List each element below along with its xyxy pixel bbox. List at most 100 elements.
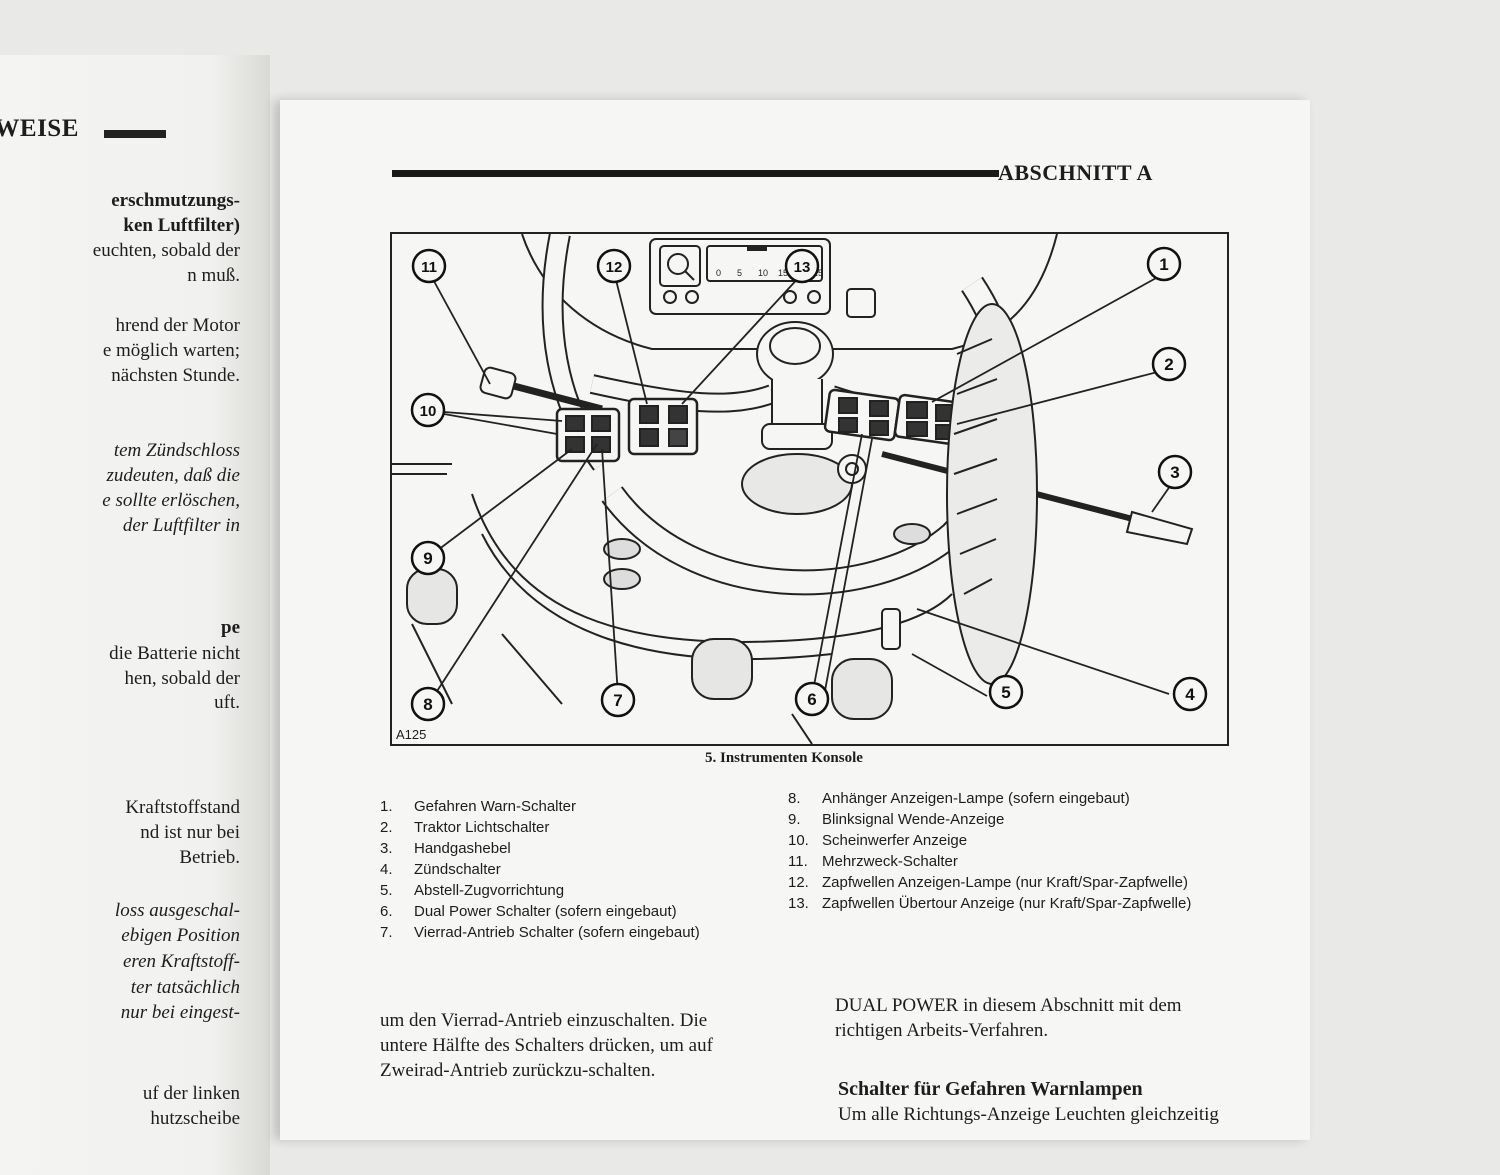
legend-number: 4. bbox=[380, 861, 393, 878]
legend-item: 5.Abstell-Zugvorrichtung bbox=[380, 882, 564, 899]
left-page-line: uft. bbox=[214, 692, 240, 713]
callout-11: 11 bbox=[411, 248, 447, 284]
legend-label: Traktor Lichtschalter bbox=[414, 819, 550, 836]
legend-label: Anhänger Anzeigen-Lampe (sofern eingebau… bbox=[822, 790, 1130, 807]
legend-number: 9. bbox=[788, 811, 801, 828]
legend-label: Handgashebel bbox=[414, 840, 511, 857]
left-page-line: hutzscheibe bbox=[150, 1108, 240, 1129]
callout-label: 1 bbox=[1159, 255, 1168, 274]
callout-label: 13 bbox=[794, 259, 811, 276]
body-line: untere Hälfte des Schalters drücken, um … bbox=[380, 1035, 713, 1056]
left-page-line: Betrieb. bbox=[179, 847, 240, 868]
section-title: ABSCHNITT A bbox=[998, 160, 1153, 185]
callout-10: 10 bbox=[410, 392, 446, 428]
legend-number: 13. bbox=[788, 895, 809, 912]
callout-3: 3 bbox=[1157, 454, 1193, 490]
left-page: SWEISE erschmutzungs-ken Luftfilter) euch… bbox=[0, 55, 270, 1175]
left-page-line: ken Luftfilter) bbox=[123, 215, 240, 236]
legend-label: Zapfwellen Anzeigen-Lampe (nur Kraft/Spa… bbox=[822, 874, 1189, 891]
legend-label: Zündschalter bbox=[414, 861, 501, 878]
figure-caption: 5. Instrumenten Konsole bbox=[705, 750, 863, 766]
left-page-line: Kraftstoffstand bbox=[125, 797, 240, 818]
legend-label: Dual Power Schalter (sofern eingebaut) bbox=[414, 903, 677, 920]
callout-label: 2 bbox=[1164, 355, 1173, 374]
legend-item: 10. Scheinwerfer Anzeige bbox=[788, 832, 967, 849]
left-page-line: e möglich warten; bbox=[102, 340, 240, 361]
right-page: ABSCHNITT A bbox=[280, 100, 1310, 1140]
callout-label: 10 bbox=[420, 403, 437, 420]
legend-label: Scheinwerfer Anzeige bbox=[822, 832, 968, 849]
body-text-left: um den Vierrad-Antrieb einzuschalten. Di… bbox=[380, 1008, 713, 1083]
callout-label: 9 bbox=[423, 549, 432, 568]
legend-number: 11. bbox=[788, 853, 808, 870]
left-page-line: loss ausgeschal- bbox=[114, 900, 240, 921]
callout-label: 12 bbox=[606, 259, 623, 276]
callout-9: 9 bbox=[410, 540, 446, 576]
callout-2: 2 bbox=[1151, 346, 1187, 382]
subheading: Schalter für Gefahren Warnlampen bbox=[838, 1078, 1143, 1100]
callout-label: 8 bbox=[423, 695, 432, 714]
legend-label: Zapfwellen Übertour Anzeige (nur Kraft/S… bbox=[822, 895, 1192, 912]
callout-1: 1 bbox=[1146, 246, 1182, 282]
body-line: um den Vierrad-Antrieb einzuschalten. Di… bbox=[380, 1010, 708, 1031]
callout-label: 7 bbox=[613, 691, 622, 710]
left-page-line: uf der linken bbox=[142, 1083, 240, 1104]
legend-item: 6.Dual Power Schalter (sofern eingebaut) bbox=[380, 903, 677, 920]
callout-label: 4 bbox=[1185, 685, 1195, 704]
left-page-line: eren Kraftstoff- bbox=[123, 951, 240, 972]
callout-6: 6 bbox=[794, 681, 830, 717]
callout-label: 5 bbox=[1001, 683, 1010, 702]
legend-item: 12.Zapfwellen Anzeigen-Lampe (nur Kraft/… bbox=[788, 874, 1188, 891]
gauge-mark: 15 bbox=[778, 268, 788, 278]
callout-8: 8 bbox=[410, 686, 446, 722]
callout-label: 3 bbox=[1170, 463, 1179, 482]
legend-number: 2. bbox=[380, 819, 393, 836]
body-text-right: DUAL POWER in diesem Abschnitt mit dem r… bbox=[835, 993, 1182, 1043]
callout-5: 5 bbox=[988, 674, 1024, 710]
left-page-line: nur bei eingest- bbox=[120, 1002, 240, 1023]
legend-item: 9. Blinksignal Wende-Anzeige bbox=[788, 811, 1004, 828]
legend-item: 4. Zündschalter bbox=[380, 861, 501, 878]
legend-number: 8. bbox=[788, 790, 801, 807]
legend-label: Blinksignal Wende-Anzeige bbox=[822, 811, 1005, 828]
left-page-line: erschmutzungs- bbox=[111, 190, 240, 211]
left-page-line: ebigen Position bbox=[121, 925, 240, 946]
legend-number: 3. bbox=[380, 840, 393, 857]
legend-label: Mehrzweck-Schalter bbox=[822, 853, 958, 870]
legend-item: 7. Vierrad-Antrieb Schalter (sofern einge… bbox=[380, 924, 700, 941]
left-page-line: hrend der Motor bbox=[115, 315, 240, 336]
callout-label: 11 bbox=[421, 259, 437, 276]
left-page-line: euchten, sobald der bbox=[92, 240, 240, 261]
legend-label: Vierrad-Antrieb Schalter (sofern eingeba… bbox=[414, 924, 700, 941]
gauge-mark: 5 bbox=[737, 268, 742, 278]
left-page-line: zudeuten, daß die bbox=[106, 465, 240, 486]
left-page-line: pe bbox=[221, 617, 240, 638]
legend-number: 5. bbox=[380, 882, 393, 899]
callout-12: 12 bbox=[596, 248, 632, 284]
legend-number: 10. bbox=[788, 832, 809, 849]
left-page-line: der Luftfilter in bbox=[122, 515, 240, 536]
left-page-line: ter tatsächlich bbox=[130, 977, 240, 998]
subheading-text: Um alle Richtungs-Anzeige Leuchten gleic… bbox=[838, 1104, 1219, 1125]
legend-item: 3. Handgashebel bbox=[380, 840, 511, 857]
left-page-line: e sollte erlöschen, bbox=[102, 490, 240, 511]
left-page-header: SWEISE bbox=[0, 115, 79, 142]
header-rule bbox=[104, 130, 166, 138]
figure-code: A125 bbox=[396, 727, 427, 742]
callout-7: 7 bbox=[600, 682, 636, 718]
legend-item: 13. Zapfwellen Übertour Anzeige (nur Kraf… bbox=[788, 895, 1191, 912]
legend-number: 7. bbox=[380, 924, 393, 941]
legend-item: 1.Gefahren Warn-Schalter bbox=[380, 798, 576, 815]
body-line: Zweirad-Antrieb zurückzu-schalten. bbox=[380, 1060, 656, 1081]
legend-item: 2. Traktor Lichtschalter bbox=[380, 819, 549, 836]
body-line: richtigen Arbeits-Verfahren. bbox=[835, 1020, 1049, 1041]
legend-number: 1. bbox=[380, 798, 393, 815]
gauge-mark: 25 bbox=[813, 268, 823, 278]
left-page-line: n muß. bbox=[187, 265, 240, 286]
section-rule bbox=[392, 170, 999, 177]
left-page-line: nächsten Stunde. bbox=[111, 365, 240, 386]
callout-13: 13 bbox=[784, 248, 820, 284]
